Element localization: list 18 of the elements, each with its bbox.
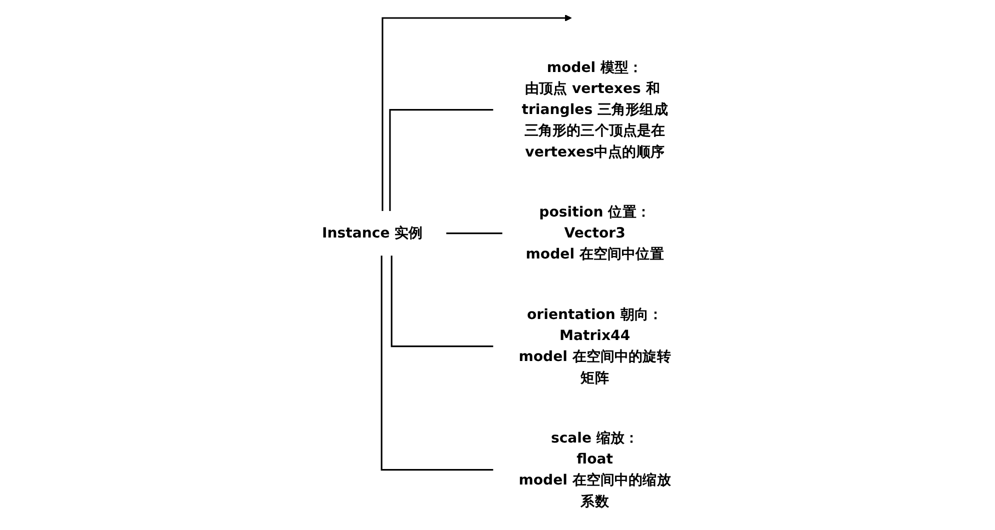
- arrow: [382, 14, 572, 212]
- node-text: position 位置：: [539, 204, 650, 220]
- connector: [389, 109, 494, 212]
- node-text: scale 缩放：: [550, 430, 639, 446]
- node-label: 由顶点 vertexes 和 triangles 三角形组成: [522, 80, 668, 118]
- node-label: float: [576, 451, 613, 468]
- node-label: Matrix44: [559, 328, 630, 344]
- connector: [390, 256, 494, 348]
- node-text: Instance 实例: [322, 225, 423, 242]
- node-label: model 在空间中的缩放系数: [518, 472, 671, 510]
- node-label: 三角形的三个顶点是在vertexes中点的顺序: [524, 122, 666, 160]
- node-label: model 在空间中的旋转矩阵: [518, 348, 671, 386]
- node-label: Vector3: [564, 225, 626, 242]
- node-label: model 在空间中位置: [526, 246, 664, 263]
- node-text: orientation 朝向：: [527, 306, 663, 323]
- connector: [446, 232, 502, 234]
- connector: [380, 256, 494, 471]
- node-text: model 模型：: [546, 59, 643, 76]
